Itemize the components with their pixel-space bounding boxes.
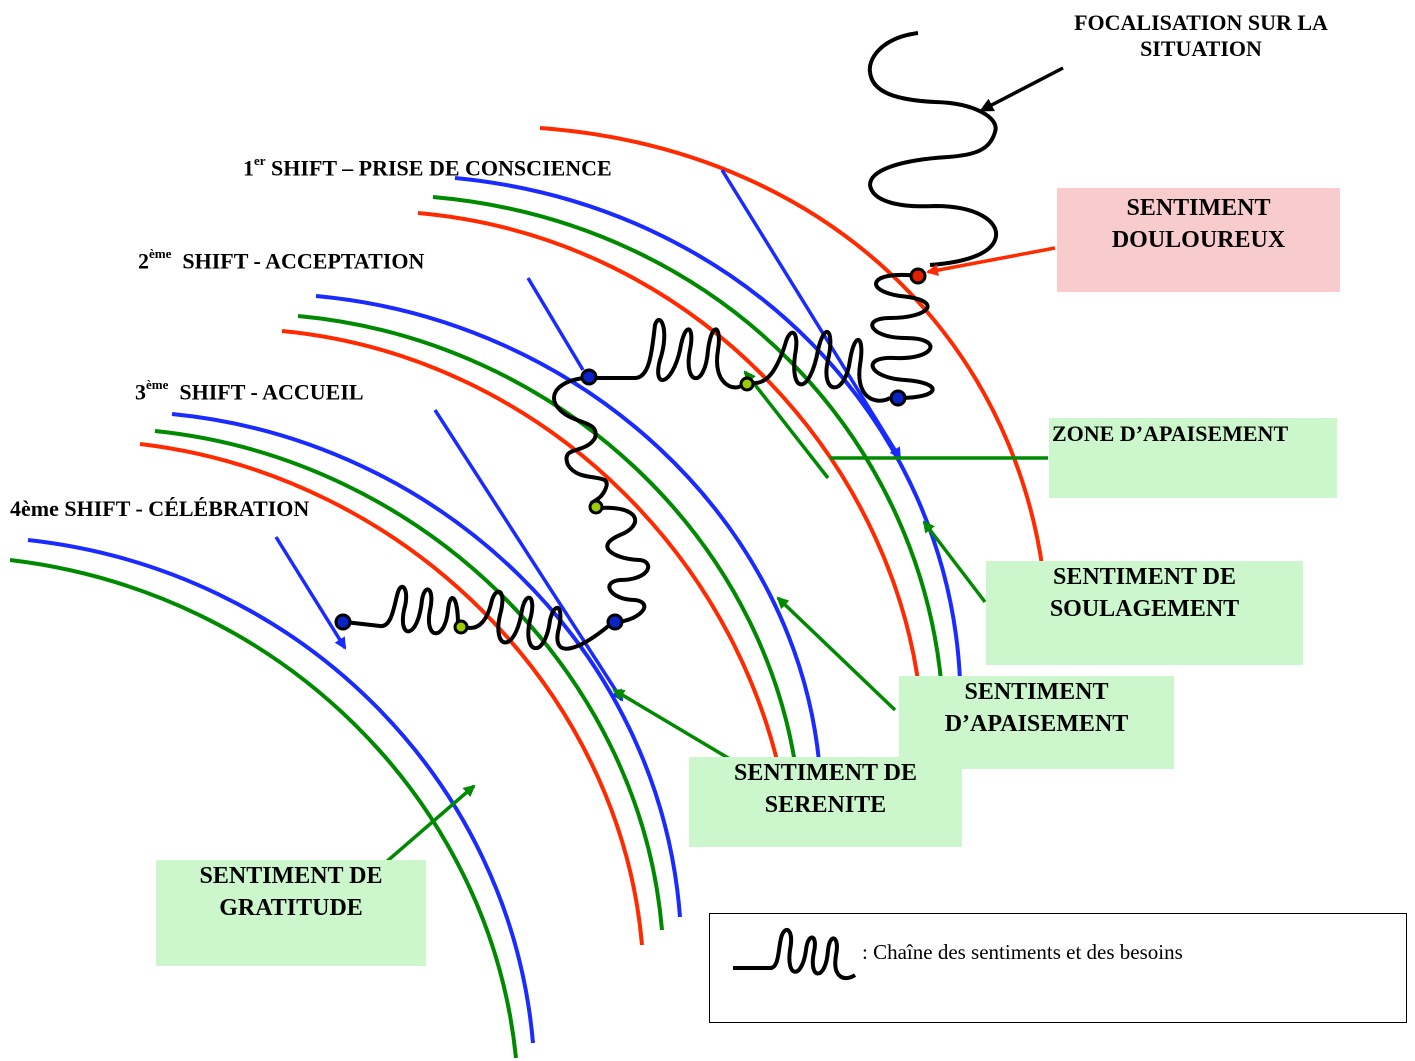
zone-arrow [743, 370, 830, 480]
box-serenite: SENTIMENT DE SERENITE [689, 757, 962, 847]
node-red [909, 267, 927, 285]
chain-coil-7 [463, 589, 614, 651]
soulagement-line1: SENTIMENT DE [1053, 564, 1236, 590]
chain-coil-1 [870, 272, 935, 400]
arc-band1-green [432, 195, 945, 706]
focus-arrow [979, 66, 1064, 112]
douloureux-line2: DOULOUREUX [1111, 227, 1286, 253]
chain-coil-2 [592, 317, 744, 390]
shift2-label: 2ème SHIFT - ACCEPTATION [138, 243, 424, 274]
shift4-arrow [274, 536, 347, 650]
shift1-arrow [720, 169, 902, 460]
zone-label: ZONE D’APAISEMENT [1052, 421, 1289, 446]
box-soulagement: SENTIMENT DE SOULAGEMENT [986, 561, 1303, 665]
node-green-1 [739, 376, 755, 392]
legend-text: : Chaîne des sentiments et des besoins [862, 940, 1183, 964]
soulagement-line2: SOULAGEMENT [1049, 596, 1240, 622]
box-zone-apaisement: ZONE D’APAISEMENT [1049, 418, 1337, 498]
arc-band3-blue [171, 412, 682, 918]
shift3-label: 3ème SHIFT - ACCUEIL [135, 374, 364, 405]
shift3-text: SHIFT - ACCUEIL [168, 379, 364, 405]
soulagement-arrow [922, 520, 987, 604]
arc-band1-red [539, 126, 1050, 633]
shift4-label: 4ème SHIFT - CÉLÉBRATION [10, 496, 309, 522]
chain-coil-3 [749, 329, 892, 403]
node-blue-1 [889, 389, 907, 407]
shift2-num: 2 [138, 248, 149, 274]
focus-line2: SITUATION [1140, 36, 1262, 61]
node-blue-3 [606, 613, 624, 631]
box-douloureux: SENTIMENT DOULOUREUX [1057, 188, 1340, 292]
shift2-text: SHIFT - ACCEPTATION [171, 248, 425, 274]
gratitude-line1: SENTIMENT DE [199, 863, 383, 889]
apaisement-arrow [776, 596, 897, 712]
focus-label: FOCALISATION SUR LA SITUATION [1046, 10, 1356, 62]
legend-box: : Chaîne des sentiments et des besoins [709, 913, 1407, 1023]
shift3-arrow [433, 409, 624, 702]
apaisement-line1: SENTIMENT [964, 679, 1109, 705]
gratitude-line2: GRATITUDE [219, 895, 363, 921]
shift3-sup: ème [146, 377, 169, 392]
arc-band1-blue [454, 176, 962, 681]
node-blue-4 [334, 613, 352, 631]
chain-coil-4 [552, 376, 609, 509]
apaisement-line2: D’APAISEMENT [944, 711, 1129, 737]
chain-coil-6 [344, 584, 460, 636]
arc-band4-blue [27, 538, 535, 1044]
shift2-arrow [526, 277, 585, 371]
arc-band2-green [297, 314, 802, 806]
arc-band4-green [9, 558, 518, 1059]
douloureux-arrow [926, 246, 1056, 277]
serenite-arrow [612, 688, 746, 770]
shift1-text: SHIFT – PRISE DE CONSCIENCE [265, 155, 612, 181]
node-blue-2 [580, 368, 598, 386]
box-apaisement: SENTIMENT D’APAISEMENT [899, 676, 1174, 769]
box-gratitude: SENTIMENT DE GRATITUDE [156, 860, 426, 966]
shift1-label: 1er SHIFT – PRISE DE CONSCIENCE [243, 150, 612, 181]
shift1-num: 1 [243, 155, 254, 181]
shift2-sup: ème [149, 246, 172, 261]
shift4-text: 4ème SHIFT - CÉLÉBRATION [10, 496, 310, 521]
arc-band3-red [139, 442, 644, 946]
serenite-line1: SENTIMENT DE [734, 760, 917, 786]
focus-loops [867, 31, 999, 267]
legend-coil-icon [733, 928, 857, 981]
serenite-line2: SERENITE [764, 792, 887, 818]
chain-coil-5 [597, 505, 651, 624]
shift3-num: 3 [135, 379, 146, 405]
node-green-2 [588, 499, 604, 515]
douloureux-line1: SENTIMENT [1126, 195, 1271, 221]
arc-band2-red [281, 329, 792, 833]
focus-line1: FOCALISATION SUR LA [1074, 10, 1328, 35]
arc-band2-blue [315, 294, 822, 773]
node-green-3 [453, 619, 469, 635]
shift1-sup: er [254, 153, 266, 168]
arc-band1-red2 [417, 211, 924, 718]
